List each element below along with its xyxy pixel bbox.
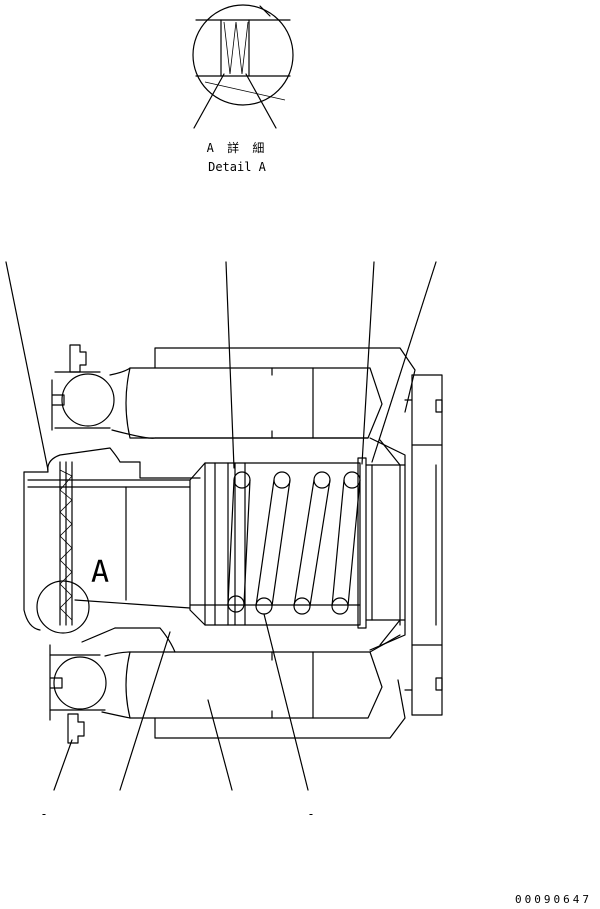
upper-ball-fitting [51,344,156,439]
detail-a-leader-left [193,73,225,129]
leader-lines [5,261,437,791]
spring [227,471,361,615]
detail-a-callout-circle [36,580,90,634]
right-retainer [357,439,406,646]
bottom-dash-left: - [40,807,47,821]
upper-piston [125,347,416,439]
detail-a-leader-right [245,73,277,129]
detail-a-inset: A 詳 細 Detail A [192,4,294,174]
drawing-number: 00090647 [515,893,592,906]
leader-bottom-1 [53,739,73,791]
valve-assembly: A [23,344,443,744]
leader-bottom-3 [207,699,233,791]
lower-ball-fitting [49,627,131,744]
detail-a-english-label: Detail A [208,160,267,174]
leader-top-4 [371,261,437,463]
leader-bottom-2 [119,631,171,791]
detail-a-circle [192,4,294,106]
bottom-dash-right: - [307,807,314,821]
detail-a-japanese-label: A 詳 細 [207,140,268,155]
leader-top-3 [361,261,375,465]
leader-top-2 [225,261,235,469]
leader-top-1 [5,261,49,471]
section-marker-a: A [91,555,109,590]
right-flange [369,374,443,716]
spool [189,462,361,626]
lower-piston [114,627,406,739]
leader-bottom-4 [263,613,309,791]
detail-a-spring-section [195,5,291,101]
left-cap-body: A [23,447,201,634]
